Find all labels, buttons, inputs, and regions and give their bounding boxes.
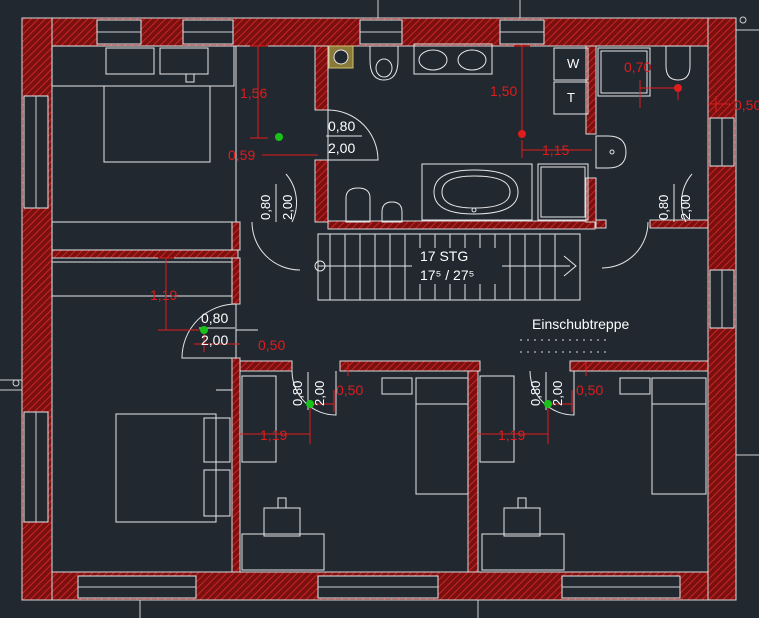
stair-steps-label: 17 STG: [420, 248, 468, 264]
bedroom-door-width: 0,80: [328, 118, 355, 134]
attic-stair-label: Einschubtreppe: [532, 316, 630, 332]
child2-door-height: 2,00: [550, 381, 565, 406]
sockets: [200, 133, 552, 408]
inner-walls: [51, 45, 709, 573]
shower-door-width: 0,80: [656, 195, 671, 220]
child1-door-height: 2,00: [312, 381, 327, 406]
dim-child2-width: 1,19: [498, 427, 525, 443]
bath-door-height: 2,00: [280, 195, 295, 220]
shower-room: [595, 45, 691, 169]
socket-child1: [306, 400, 314, 408]
bathroom: W T: [328, 43, 589, 223]
bedroom-door-height: 2,00: [328, 140, 355, 156]
dim-left-door-offset: 0,50: [258, 337, 285, 353]
socket-bedroom: [275, 133, 283, 141]
dimensions: 1,56 0,59 1,50 1,15 0,70 0,50 1,19 0,50 …: [150, 45, 759, 444]
left-room-door-width: 0,80: [201, 310, 228, 326]
dim-bath-socket-offset: 1,15: [542, 142, 569, 158]
dim-child1-width: 1,19: [260, 427, 287, 443]
master-bedroom: [51, 45, 237, 251]
left-room: [51, 261, 233, 523]
left-room-door-height: 2,00: [201, 332, 228, 348]
dim-child1-offset: 0,50: [336, 382, 363, 398]
door-labels: 0,80 2,00 0,80 2,00 0,80 2,00 0,80 2,00 …: [199, 118, 693, 410]
socket-child2: [544, 400, 552, 408]
stair-rise-run-label: 17⁵ / 27⁵: [420, 267, 474, 283]
child-room-1: [241, 375, 469, 571]
outer-walls: [21, 17, 737, 601]
child-room-2: [479, 375, 707, 571]
dim-bed-door-offset: 0,59: [228, 147, 255, 163]
dim-shower-socket-offset: 0,70: [624, 59, 651, 75]
dim-left-room-height: 1,19: [150, 287, 177, 303]
washer-label: W: [567, 56, 580, 71]
bath-door-width: 0,80: [258, 195, 273, 220]
shower-door-height: 2,00: [678, 195, 693, 220]
dim-bed-door-height: 1,56: [240, 85, 267, 101]
child1-door-width: 0,80: [290, 381, 305, 406]
child2-door-width: 0,80: [528, 381, 543, 406]
staircase: 17 STG 17⁵ / 27⁵ Einschubtreppe: [314, 233, 630, 353]
dryer-label: T: [567, 90, 575, 105]
door-swings: [181, 109, 693, 416]
dim-ext-socket-offset: 0,50: [734, 97, 759, 113]
dim-child2-offset: 0,50: [576, 382, 603, 398]
socket-left-room: [200, 326, 208, 334]
dim-bath-socket-height: 1,50: [490, 83, 517, 99]
windows: [23, 19, 735, 599]
